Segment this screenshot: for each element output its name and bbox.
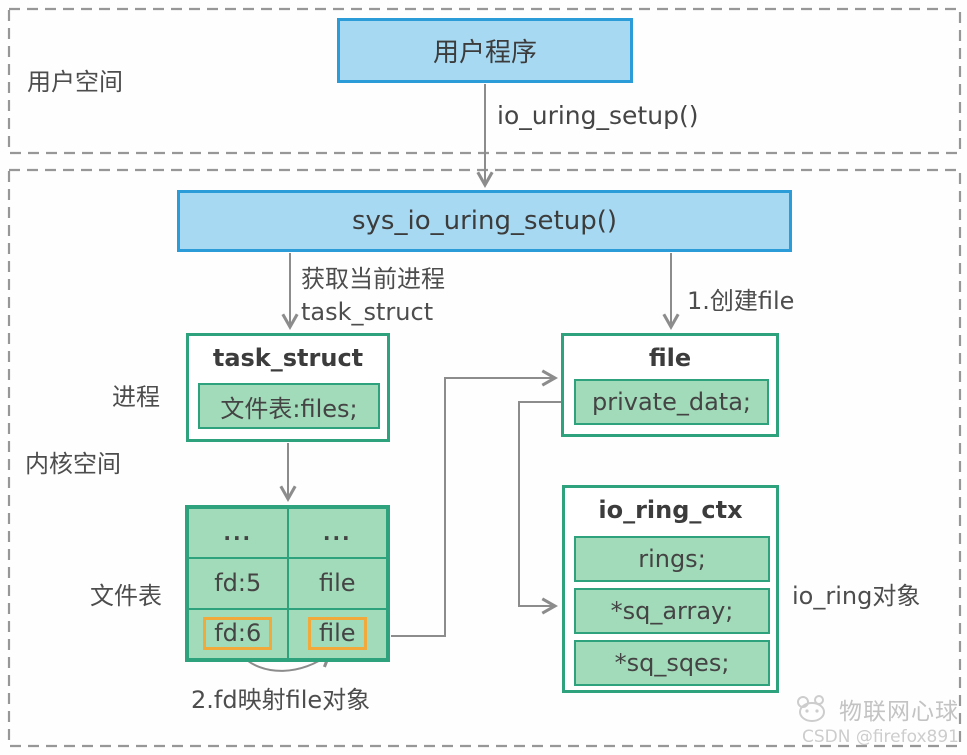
- io-ring-ctx-sq-array-field: *sq_array;: [574, 588, 770, 634]
- file-table-cell-r0c1: ...: [287, 508, 387, 559]
- file6-highlight-box: file: [307, 617, 367, 651]
- create-file-label: 1.创建file: [687, 287, 795, 315]
- sys-io-uring-setup-node: sys_io_uring_setup(): [177, 190, 792, 252]
- user-space-label: 用户空间: [27, 68, 123, 96]
- watermark-credit: CSDN @firefox891: [801, 727, 959, 747]
- io-ring-ctx-title: io_ring_ctx: [598, 496, 743, 524]
- file-table-cell-file6: file: [287, 608, 387, 659]
- file-table-cell-r0c0: ...: [188, 508, 288, 559]
- kernel-space-frame: [7, 168, 962, 748]
- io-ring-ctx-node: io_ring_ctx rings; *sq_array; *sq_sqes;: [562, 485, 779, 693]
- get-current-task-label: 获取当前进程 task_struct: [301, 263, 445, 329]
- task-struct-title: task_struct: [212, 344, 364, 372]
- file-table-cell-fd6: fd:6: [188, 608, 288, 659]
- connector-filecell-to-file-node: [391, 369, 558, 637]
- fd6-highlight-box: fd:6: [203, 617, 273, 651]
- sys-io-uring-setup-title: sys_io_uring_setup(): [352, 206, 617, 236]
- user-program-title: 用户程序: [432, 38, 537, 68]
- process-label: 进程: [112, 383, 160, 411]
- fd-map-file-label: 2.fd映射file对象: [191, 686, 371, 714]
- file-table-label: 文件表: [90, 582, 162, 610]
- get-current-task-line2: task_struct: [301, 298, 434, 326]
- task-struct-node: task_struct 文件表:files;: [186, 333, 390, 442]
- connector-private-data-to-io-ring-ctx: [518, 401, 573, 615]
- task-struct-files-field: 文件表:files;: [198, 383, 380, 429]
- file-node-title: file: [648, 344, 692, 372]
- io-ring-object-label: io_ring对象: [792, 582, 921, 610]
- kernel-space-label: 内核空间: [25, 450, 121, 478]
- io-ring-ctx-sq-sqes-field: *sq_sqes;: [574, 640, 770, 686]
- file-node: file private_data;: [561, 333, 779, 437]
- file-table: ... ... fd:5 file fd:6 file: [185, 505, 390, 662]
- io-ring-ctx-rings-field: rings;: [574, 536, 770, 582]
- get-current-task-line1: 获取当前进程: [301, 265, 445, 293]
- file-private-data-field: private_data;: [574, 379, 769, 425]
- watermark-brand: 物联网心球: [839, 699, 959, 725]
- user-program-node: 用户程序: [337, 18, 633, 83]
- watermark-logo-icon: [797, 695, 825, 722]
- file-table-cell-file5: file: [287, 558, 387, 609]
- file-table-cell-fd5: fd:5: [188, 558, 288, 609]
- io-uring-setup-call-label: io_uring_setup(): [497, 101, 699, 130]
- watermark: 物联网心球 CSDN @firefox891: [793, 692, 959, 747]
